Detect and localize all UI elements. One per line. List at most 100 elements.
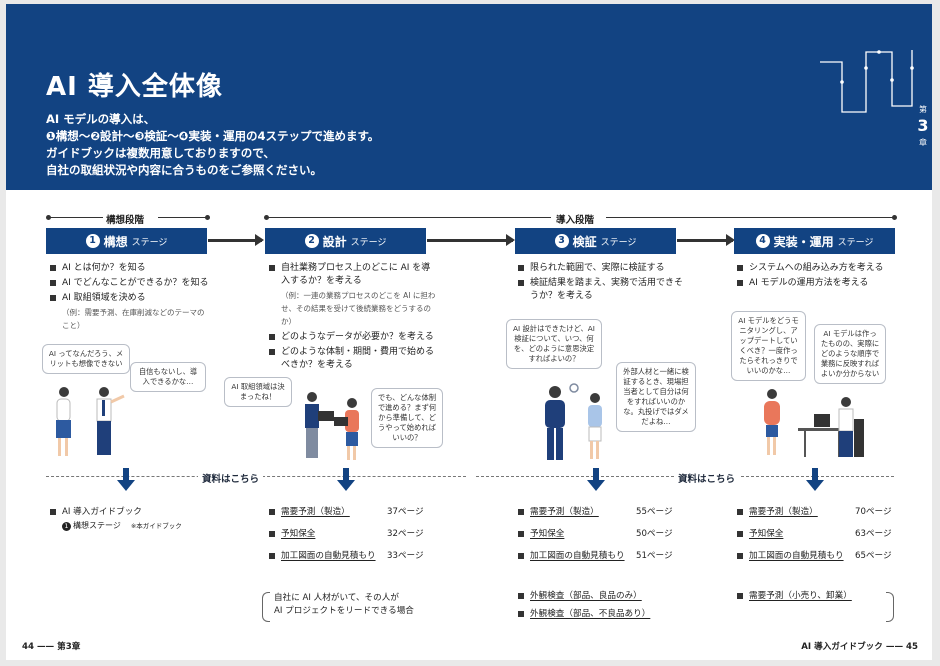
- stage2-bullets: 自社業務プロセス上のどこに AI を導入するか？を考える （例：一連の業務プロセ…: [269, 262, 439, 374]
- stage4-resources: 需要予測（製造） 70ページ 予知保全 63ページ 加工図面の自動見積もり 65ページ: [737, 506, 917, 572]
- stage-label: 設計: [322, 234, 347, 249]
- resource-link[interactable]: 需要予測（製造）: [530, 507, 599, 517]
- stage-number-icon: 1: [62, 522, 71, 531]
- stage-suffix: ステージ: [350, 237, 387, 248]
- resource-link[interactable]: 加工図面の自動見積もり: [749, 551, 844, 561]
- speech-bubble: AI 取組領域は決まったね！: [224, 377, 292, 407]
- bracket-right: [886, 592, 894, 622]
- stage-concept: 1 構想 ステージ: [46, 228, 207, 254]
- stage4-bullets: システムへの組み込み方を考える AI モデルの運用方法を考える: [737, 262, 902, 292]
- resource-link[interactable]: 予知保全: [281, 529, 316, 539]
- page-number: 44: [22, 642, 34, 652]
- phase-line: [158, 217, 206, 218]
- bullet-item: 検証結果を踏まえ、実務で活用できそうか？を考える: [518, 277, 683, 303]
- stage-number: 2: [304, 234, 319, 248]
- phase-line: [606, 217, 894, 218]
- note-line: AI プロジェクトをリードできる場合: [274, 606, 414, 616]
- phase-dot: [892, 215, 897, 220]
- stage-design: 2 設計 ステージ: [265, 228, 426, 254]
- resource-page: 51ページ: [636, 551, 673, 561]
- bullet-note: （例：需要予測、在庫削減などのテーマのこと）: [62, 308, 205, 330]
- down-arrow-icon: [806, 468, 824, 493]
- stage-suffix: ステージ: [131, 237, 168, 248]
- chapter-tab: 第 3 章: [914, 100, 932, 158]
- speech-bubble: AI ってなんだろう、メリットも想像できない: [42, 344, 130, 374]
- stage-suffix: ステージ: [837, 237, 874, 248]
- resource-page: 70ページ: [855, 507, 892, 517]
- speech-bubble: AI モデルは作ったものの、実際にどのような順序で業務に反映すればよいか分からな…: [814, 324, 886, 384]
- stage-number: 1: [85, 234, 100, 248]
- docs-label: 資料はこちら: [198, 471, 264, 485]
- resource-page: 33ページ: [387, 551, 424, 561]
- phase-intro-label: 導入段階: [556, 215, 595, 226]
- stage-verify: 3 検証 ステージ: [515, 228, 676, 254]
- bullet-item: どのようなデータが必要か？を考える: [269, 331, 439, 344]
- stage3-extra-resources: 外観検査（部品、良品のみ） 外観検査（部品、不良品あり）: [518, 590, 698, 626]
- bullet-item: 限られた範囲で、実際に検証する: [518, 262, 683, 275]
- stage-number: 3: [554, 234, 569, 248]
- phase-dot: [205, 215, 210, 220]
- speech-bubble: AI 設計はできたけど、AI 検証について、いつ、何を、どのように意思決定すれば…: [506, 319, 602, 369]
- phase-line: [266, 217, 551, 218]
- resource-link[interactable]: 加工図面の自動見積もり: [281, 551, 376, 561]
- footer-title: AI 導入ガイドブック: [801, 642, 883, 652]
- stage-label: 実装・運用: [773, 234, 834, 249]
- resource-link[interactable]: 加工図面の自動見積もり: [530, 551, 625, 561]
- docs-label: 資料はこちら: [674, 471, 740, 485]
- resource-page: 65ページ: [855, 551, 892, 561]
- bullet-item: どのような体制・期間・費用で始めるべきか？を考える: [269, 346, 439, 372]
- intro-line: 自社の取組状況や内容に合うものをご参照ください。: [46, 163, 322, 177]
- resource-page: 37ページ: [387, 507, 424, 517]
- footer-left: 44 —— 第3章: [22, 642, 81, 652]
- resource-link[interactable]: 予知保全: [530, 529, 565, 539]
- resource-link[interactable]: 需要予測（小売り、卸業）: [749, 591, 852, 601]
- resource-link[interactable]: 需要予測（製造）: [281, 507, 350, 517]
- intro-line: ❶構想〜❷設計〜❸検証〜❹実装・運用の4ステップで進めます。: [46, 129, 380, 143]
- guidebook-stage-label: 構想ステージ: [73, 521, 121, 530]
- phase-concept-label: 構想段階: [106, 215, 145, 226]
- speech-bubble: AI モデルをどうモニタリングし、アップデートしていくべき？一度作ったらそれっき…: [731, 311, 806, 381]
- resource-page: 55ページ: [636, 507, 673, 517]
- down-arrow-icon: [117, 468, 135, 493]
- bullet-item: AI でどんなことができるか？を知る: [50, 277, 210, 290]
- down-arrow-icon: [587, 468, 605, 493]
- bullet-item: 自社業務プロセス上のどこに AI を導入するか？を考える: [269, 262, 439, 288]
- chapter-number: 3: [917, 116, 929, 135]
- resource-link[interactable]: 外観検査（部品、不良品あり）: [530, 609, 651, 619]
- bullet-item: AI とは何か？を知る: [50, 262, 210, 275]
- flow-arrow: [208, 234, 264, 246]
- speech-bubble: 自信もないし、導入できるかな…: [130, 362, 206, 392]
- bullet-item: AI モデルの運用方法を考える: [737, 277, 902, 290]
- page: AI 導入全体像 AI モデルの導入は、 ❶構想〜❷設計〜❸検証〜❹実装・運用の…: [6, 4, 932, 660]
- stage-label: 構想: [103, 234, 128, 249]
- stage3-bullets: 限られた範囲で、実際に検証する 検証結果を踏まえ、実務で活用できそうか？を考える: [518, 262, 683, 305]
- resource-page: 63ページ: [855, 529, 892, 539]
- resource-page: 50ページ: [636, 529, 673, 539]
- people-illustration-icon: [56, 387, 125, 456]
- chapter-marker: 第 3 章: [820, 48, 932, 158]
- page-number: 45: [906, 642, 918, 652]
- intro-text: AI モデルの導入は、 ❶構想〜❷設計〜❸検証〜❹実装・運用の4ステップで進めま…: [46, 111, 379, 179]
- stage-suffix: ステージ: [600, 237, 637, 248]
- route-line-icon: [820, 50, 914, 113]
- intro-line: ガイドブックは複数用意しておりますので、: [46, 146, 275, 160]
- down-arrow-icon: [337, 468, 355, 493]
- bullet-note: （例：一連の業務プロセスのどこを AI に担わせ、その結果を受けて後続業務をどう…: [281, 291, 436, 326]
- stage1-bullets: AI とは何か？を知る AI でどんなことができるか？を知る AI 取組領域を決…: [50, 262, 210, 335]
- resource-link[interactable]: 外観検査（部品、良品のみ）: [530, 591, 642, 601]
- phase-line: [48, 217, 103, 218]
- header-banner: AI 導入全体像 AI モデルの導入は、 ❶構想〜❷設計〜❸検証〜❹実装・運用の…: [6, 4, 932, 190]
- guidebook-title: AI 導入ガイドブック: [62, 507, 142, 517]
- page-title: AI 導入全体像: [46, 72, 223, 102]
- footer-chapter: 第3章: [57, 642, 81, 652]
- resource-link[interactable]: 予知保全: [749, 529, 784, 539]
- guidebook-note: ※本ガイドブック: [130, 522, 182, 530]
- bullet-item: AI 取組領域を決める: [50, 292, 210, 305]
- stage-label: 検証: [572, 234, 597, 249]
- ai-talent-note: 自社に AI 人材がいて、その人が AI プロジェクトをリードできる場合: [274, 592, 414, 618]
- stage-number: 4: [755, 234, 770, 248]
- resource-link[interactable]: 需要予測（製造）: [749, 507, 818, 517]
